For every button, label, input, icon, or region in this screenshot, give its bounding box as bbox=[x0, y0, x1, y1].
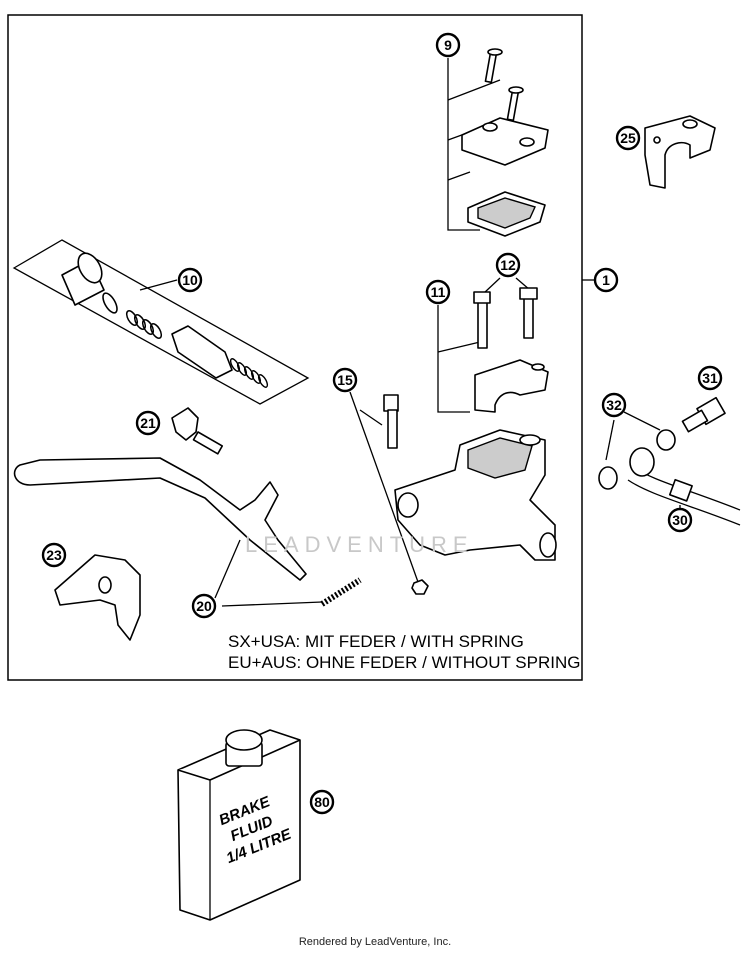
part-21-adjuster[interactable] bbox=[171, 407, 224, 455]
callout-20[interactable]: 20 bbox=[191, 593, 217, 619]
callout-23[interactable]: 23 bbox=[41, 542, 67, 568]
callout-80[interactable]: 80 bbox=[309, 789, 335, 815]
callout-10[interactable]: 10 bbox=[177, 267, 203, 293]
part-20-lever[interactable] bbox=[13, 457, 362, 607]
master-cylinder-body[interactable] bbox=[394, 429, 557, 561]
callout-1[interactable]: 1 bbox=[593, 267, 619, 293]
callout-31[interactable]: 31 bbox=[697, 365, 723, 391]
callout-12[interactable]: 12 bbox=[495, 252, 521, 278]
assembly-frame bbox=[7, 14, 583, 681]
svg-text:23: 23 bbox=[46, 547, 62, 563]
part-9-cover-set[interactable] bbox=[447, 48, 549, 237]
svg-text:11: 11 bbox=[431, 284, 446, 300]
svg-text:31: 31 bbox=[702, 370, 718, 386]
footer-credit: Rendered by LeadVenture, Inc. bbox=[298, 936, 452, 948]
spring-note-2: EU+AUS: OHNE FEDER / WITHOUT SPRING bbox=[228, 653, 580, 672]
watermark: LEADVENTURE bbox=[245, 532, 474, 557]
part-30-brake-hose[interactable] bbox=[627, 447, 741, 526]
part-80-brake-fluid-can[interactable]: BRAKE FLUID 1/4 LITRE bbox=[177, 729, 301, 921]
part-23-lever-cover[interactable] bbox=[54, 554, 141, 641]
spring-note-1: SX+USA: MIT FEDER / WITH SPRING bbox=[228, 632, 524, 651]
part-32-sealing-washers[interactable] bbox=[598, 411, 676, 490]
callout-21[interactable]: 21 bbox=[135, 410, 161, 436]
svg-text:10: 10 bbox=[182, 272, 198, 288]
svg-text:32: 32 bbox=[606, 397, 622, 413]
callout-15[interactable]: 15 bbox=[332, 367, 358, 393]
svg-text:25: 25 bbox=[620, 130, 636, 146]
svg-text:21: 21 bbox=[140, 415, 156, 431]
svg-text:80: 80 bbox=[314, 794, 330, 810]
part-11-clamp-with-bolts[interactable] bbox=[437, 277, 549, 413]
part-15-bolt-and-nut[interactable] bbox=[349, 391, 429, 595]
svg-text:1: 1 bbox=[602, 272, 610, 288]
callout-30[interactable]: 30 bbox=[667, 507, 693, 533]
svg-text:15: 15 bbox=[337, 372, 353, 388]
callout-11[interactable]: 11 bbox=[425, 279, 451, 305]
part-25-clamp[interactable] bbox=[644, 115, 716, 189]
svg-text:20: 20 bbox=[196, 598, 212, 614]
callout-32[interactable]: 32 bbox=[601, 392, 627, 418]
callout-9[interactable]: 9 bbox=[435, 32, 461, 58]
part-31-banjo-bolt[interactable] bbox=[681, 396, 726, 433]
svg-text:30: 30 bbox=[672, 512, 688, 528]
svg-text:9: 9 bbox=[444, 37, 452, 53]
callout-25[interactable]: 25 bbox=[615, 125, 641, 151]
part-10-piston-kit[interactable] bbox=[12, 239, 310, 405]
svg-text:12: 12 bbox=[500, 257, 516, 273]
